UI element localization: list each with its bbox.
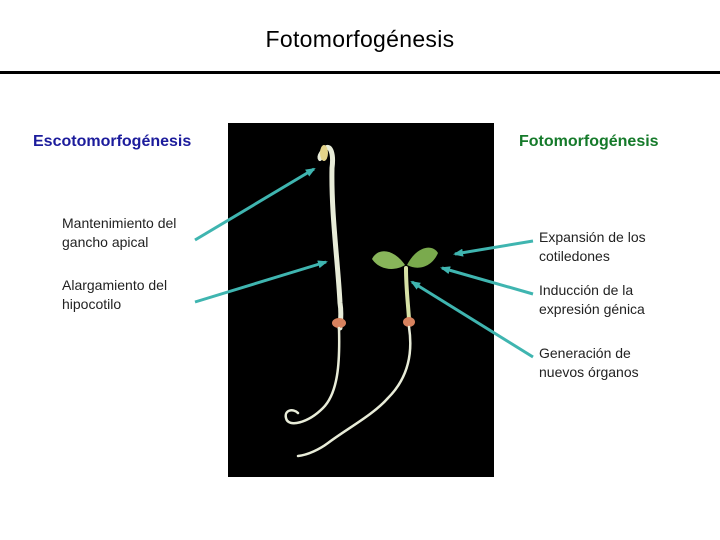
right-label-new-organs-line2: nuevos órganos [539, 364, 639, 380]
right-label-gene-expression: Inducción de la expresión génica [539, 281, 645, 319]
fotomorfogenesis-heading: Fotomorfogénesis [519, 133, 659, 150]
slide-title: Fotomorfogénesis [265, 26, 455, 52]
left-label-hypocotyl-line2: hipocotilo [62, 296, 122, 312]
escotomorfogenesis-heading: Escotomorfogénesis [33, 133, 192, 150]
left-label-hypocotyl: Alargamiento del hipocotilo [62, 276, 167, 314]
left-label-apical-hook: Mantenimiento del gancho apical [62, 214, 176, 252]
left-label-hypocotyl-line1: Alargamiento del [62, 277, 168, 293]
etiolated-seedling [284, 144, 346, 425]
right-label-new-organs-line1: Generación de [539, 345, 631, 361]
right-label-cotyledons-line1: Expansión de los [539, 229, 646, 245]
deetiolated-seedling [296, 247, 438, 458]
left-label-apical-hook-line2: gancho apical [62, 234, 149, 250]
arrow-to-new-organs [410, 280, 534, 359]
right-label-gene-expression-line1: Inducción de la [539, 282, 634, 298]
right-label-gene-expression-line2: expresión génica [539, 301, 645, 317]
arrow-to-gene-expression [440, 266, 534, 296]
arrow-to-apical-hook [194, 167, 316, 242]
left-label-apical-hook-line1: Mantenimiento del [62, 215, 177, 231]
right-label-cotyledons: Expansión de los cotiledones [539, 228, 646, 266]
right-label-cotyledons-line2: cotiledones [539, 248, 610, 264]
arrow-to-cotyledons [453, 239, 534, 257]
seedlings-photo [228, 123, 494, 477]
title-divider [0, 71, 720, 74]
seedlings-illustration [284, 144, 438, 458]
arrow-to-hypocotyl [194, 260, 328, 304]
right-label-new-organs: Generación de nuevos órganos [539, 344, 639, 382]
